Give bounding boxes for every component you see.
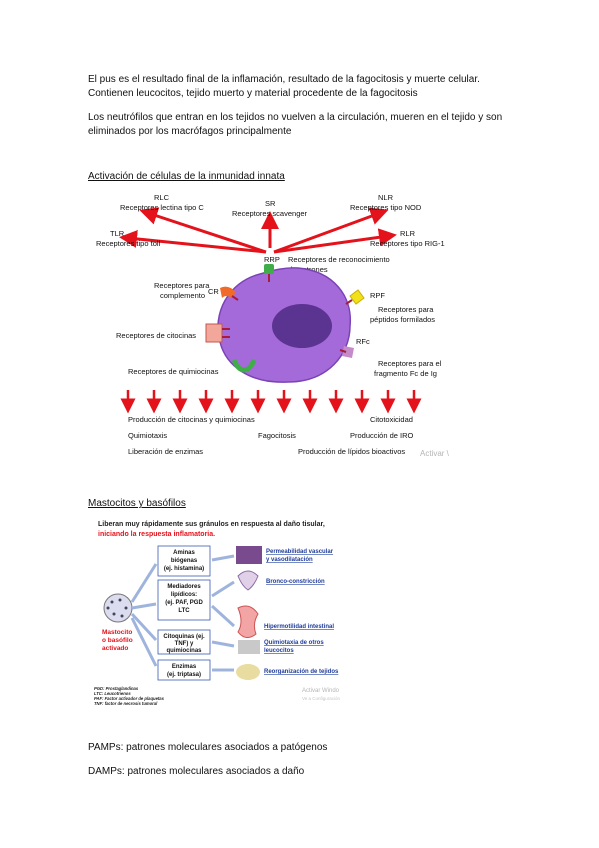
effect-chemotaxis-2: leucocitos — [264, 648, 294, 654]
effect-tissue: Reorganización de tejidos — [264, 669, 339, 675]
svg-text:(ej. PAF, PGD: (ej. PAF, PGD — [165, 600, 203, 606]
tlr-label: TLR — [110, 229, 125, 238]
effect-vascular-2: y vasodilatación — [266, 557, 313, 563]
cr-receptor — [220, 286, 239, 301]
tissue-image — [236, 664, 260, 680]
lung-image — [237, 570, 259, 591]
effect-intestinal: Hipermotilidad intestinal — [264, 624, 334, 630]
cytokines-box — [157, 629, 211, 655]
svg-text:PGD: Prostaglandinas: PGD: Prostaglandinas — [94, 686, 139, 691]
chemokine-receptor — [231, 359, 257, 373]
sr-desc: Receptores scavenger — [232, 209, 308, 218]
rpf-receptor — [345, 289, 365, 305]
nlr-desc: Receptores tipo NOD — [350, 203, 422, 212]
svg-text:Enzimas: Enzimas — [172, 664, 197, 670]
mast-title-2: iniciando la respuesta inflamatoria. — [98, 531, 215, 538]
svg-text:(ej. triptasa): (ej. triptasa) — [167, 672, 201, 678]
fc-receptor — [339, 346, 354, 358]
mast-cell-figure: Liberan muy rápidamente sus gránulos en … — [94, 521, 341, 706]
nlr-label: NLR — [378, 193, 394, 202]
intestine-image — [237, 605, 259, 638]
mast-cell-label-3: activado — [102, 645, 128, 652]
rlr-label: RLR — [400, 229, 416, 238]
effect-bronco: Bronco-constricción — [266, 579, 325, 585]
enzymes-box — [157, 659, 211, 681]
pamps-line: PAMPs: patrones moleculares asociados a … — [88, 742, 328, 753]
svg-text:TNF: factor de necrosis tumora: TNF: factor de necrosis tumoral — [94, 701, 158, 706]
recognition-arrows — [119, 207, 397, 254]
effect-vascular-1: Permeabilidad vascular — [266, 549, 334, 555]
section-heading-innate: Activación de células de la inmunidad in… — [88, 171, 285, 182]
svg-text:LTC: LTC — [178, 608, 190, 614]
output-cytotoxicity: Citotoxicidad — [370, 415, 413, 424]
output-chemotaxis: Quimiotaxis — [128, 431, 167, 440]
section-heading-mast: Mastocitos y basófilos — [88, 498, 186, 509]
svg-text:Aminas: Aminas — [173, 550, 195, 556]
watermark-3: Ve a Configuración — [302, 696, 341, 701]
rfc-desc-2: fragmento Fc de Ig — [374, 369, 437, 378]
svg-text:biógenas: biógenas — [171, 558, 198, 564]
effect-chemotaxis-1: Quimiotaxia de otros — [264, 640, 324, 646]
chemokine-receptor-label: Receptores de quimiocinas — [128, 367, 219, 376]
innate-cell-figure: RLC Receptores lectina tipo C SR Recepto… — [96, 193, 450, 458]
rfc-label: RFc — [356, 337, 370, 346]
watermark-2: Activar Windo — [302, 688, 340, 694]
immune-cell-nucleus — [272, 304, 332, 348]
rlc-label: RLC — [154, 193, 170, 202]
output-arrows — [120, 390, 422, 414]
svg-text:quimiocinas: quimiocinas — [166, 648, 202, 654]
output-enzymes: Liberación de enzimas — [128, 447, 203, 456]
rpf-label: RPF — [370, 291, 385, 300]
rpf-desc-1: Receptores para — [378, 305, 434, 314]
output-phagocytosis: Fagocitosis — [258, 431, 296, 440]
rlr-desc: Receptores tipo RIG-1 — [370, 239, 445, 248]
intro-line-4: eliminados por los macrófagos principalm… — [88, 126, 292, 137]
intro-line-1: El pus es el resultado final de la infla… — [88, 74, 480, 85]
vascular-image — [236, 546, 262, 564]
tlr-desc: Receptores tipo toll — [96, 239, 161, 248]
svg-text:PAF: Factor activador de plaqu: PAF: Factor activador de plaquetas — [94, 696, 165, 701]
rlc-desc: Receptores lectina tipo C — [120, 203, 204, 212]
intro-line-2: Contienen leucocitos, tejido muerto y ma… — [88, 88, 418, 99]
watermark-1: Activar \ — [420, 449, 450, 458]
cytokine-receptor — [205, 323, 230, 343]
mast-cell-granules — [106, 598, 128, 618]
svg-text:TNF) y: TNF) y — [175, 641, 194, 647]
mast-cell-label-1: Mastocito — [102, 629, 132, 636]
cr-label: CR — [208, 287, 219, 296]
rfc-desc-1: Receptores para el — [378, 359, 442, 368]
output-lipids: Producción de lípidos bioactivos — [298, 447, 405, 456]
output-iro: Producción de IRO — [350, 431, 414, 440]
lipid-mediators-box — [157, 579, 211, 621]
output-cytokines: Producción de citocinas y quimiocinas — [128, 415, 255, 424]
svg-text:(ej. histamina): (ej. histamina) — [164, 566, 204, 572]
damps-line: DAMPs: patrones moleculares asociados a … — [88, 766, 305, 777]
svg-text:LTC: Leucotrienos: LTC: Leucotrienos — [94, 691, 131, 696]
intro-line-3: Los neutrófilos que entran en los tejido… — [88, 112, 503, 123]
rrp-desc-1: Receptores de reconocimiento — [288, 255, 390, 264]
cytokine-receptor-label: Receptores de citocinas — [116, 331, 196, 340]
svg-text:Mediadores: Mediadores — [167, 584, 201, 590]
svg-text:Citoquinas (ej.: Citoquinas (ej. — [163, 634, 205, 640]
mast-cell-label-2: o basófilo — [102, 637, 133, 644]
leukocytes-image — [238, 640, 260, 654]
cr-desc-2: complemento — [160, 291, 205, 300]
mast-title-1: Liberan muy rápidamente sus gránulos en … — [98, 521, 325, 528]
amines-box — [157, 545, 211, 577]
svg-text:lipídicos:: lipídicos: — [171, 592, 197, 598]
cr-desc-1: Receptores para — [154, 281, 210, 290]
rrp-label: RRP — [264, 255, 280, 264]
rpf-desc-2: péptidos formilados — [370, 315, 435, 324]
sr-label: SR — [265, 199, 276, 208]
rrp-receptor — [264, 264, 274, 282]
